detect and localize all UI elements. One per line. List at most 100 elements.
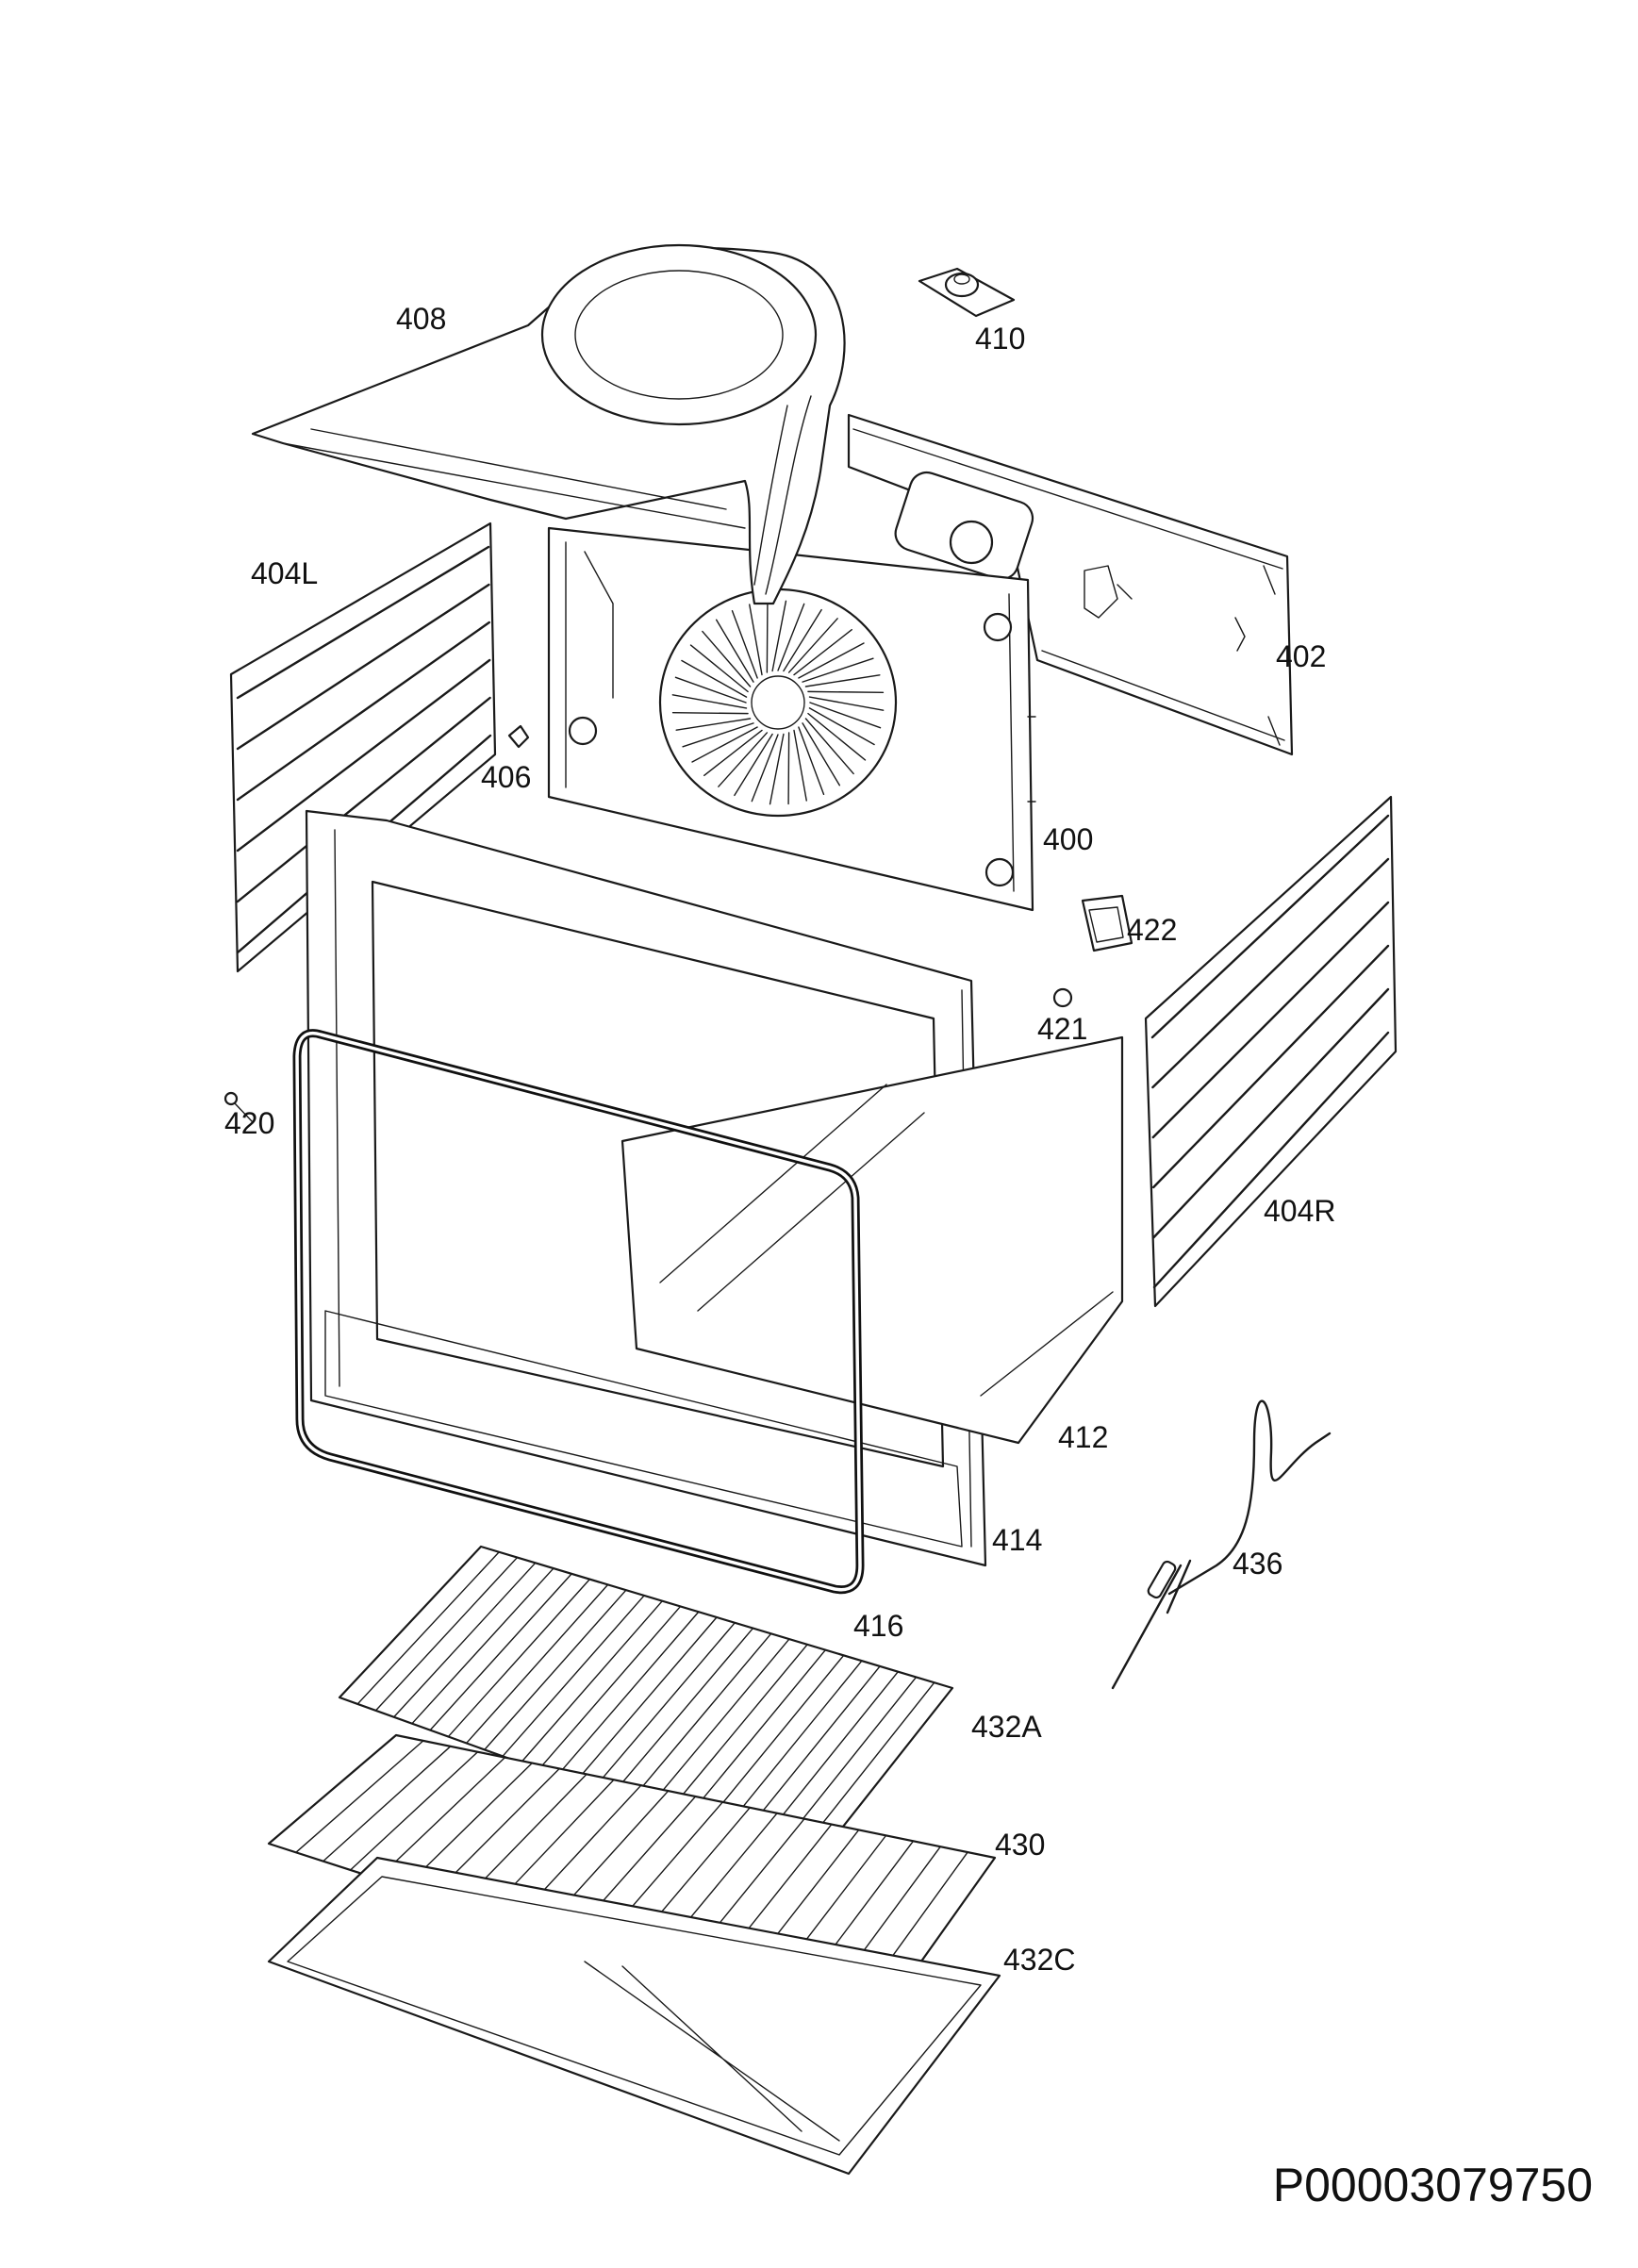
fan-spoke xyxy=(771,600,787,672)
part-410-lamp xyxy=(918,267,1016,318)
fan-spoke xyxy=(808,707,875,746)
fan-spokes xyxy=(671,600,885,805)
shelf-wire xyxy=(429,1573,572,1731)
shelf-wire xyxy=(701,1654,845,1829)
part-416-door-gasket xyxy=(292,1029,865,1595)
fan-spoke xyxy=(787,618,838,673)
grill-wire xyxy=(376,1756,506,1879)
fan-spoke xyxy=(802,722,841,786)
label-408: 408 xyxy=(396,302,447,336)
shelf-wire xyxy=(392,1562,537,1718)
fan-spoke xyxy=(769,733,785,805)
label-404R: 404R xyxy=(1264,1194,1336,1228)
label-400: 400 xyxy=(1043,822,1094,856)
fan-spoke xyxy=(689,644,749,693)
fan-spoke xyxy=(798,642,865,679)
fan-spoke xyxy=(715,619,754,683)
rail-rung-left xyxy=(236,658,491,853)
part-408-top-cover xyxy=(251,243,846,605)
part-414-inner-frame xyxy=(324,1310,963,1548)
shelf-wire xyxy=(574,1616,718,1783)
shelf-wire xyxy=(484,1589,627,1751)
shelf-wire xyxy=(592,1622,736,1790)
part-412-front-frame xyxy=(305,809,1124,1567)
rail-rungs-right xyxy=(1150,814,1390,1289)
shelf-wire xyxy=(665,1644,808,1816)
document-code: P00003079750 xyxy=(1272,2159,1593,2211)
part-432C-tray xyxy=(267,1856,1001,2176)
rail-rung-right xyxy=(1151,901,1390,1139)
rail-rung-left xyxy=(236,696,491,903)
grill-wire xyxy=(295,1740,424,1854)
label-412: 412 xyxy=(1058,1420,1109,1454)
shelf-wire xyxy=(538,1605,682,1770)
part-422-socket xyxy=(1081,894,1133,952)
fan-spoke xyxy=(702,630,752,687)
label-416: 416 xyxy=(853,1609,904,1643)
rail-rung-right xyxy=(1151,857,1390,1089)
fan-spoke xyxy=(691,726,758,763)
rail-rung-left xyxy=(236,545,490,700)
fan-spoke xyxy=(793,629,852,676)
shelf-wire xyxy=(339,1546,482,1698)
grill-wire xyxy=(323,1746,452,1862)
fan-spoke xyxy=(807,712,867,761)
rail-rung-right xyxy=(1151,944,1390,1189)
shelf-wire xyxy=(556,1611,700,1777)
shelf-wire xyxy=(520,1599,664,1763)
shelf-wire xyxy=(411,1567,554,1725)
fan-spoke xyxy=(802,657,874,683)
fan-spoke xyxy=(804,718,854,775)
shelf-wire xyxy=(610,1627,754,1796)
label-410: 410 xyxy=(975,322,1026,356)
fan-spoke xyxy=(731,609,758,679)
label-421: 421 xyxy=(1037,1012,1088,1046)
label-430: 430 xyxy=(995,1828,1046,1862)
rail-rung-right xyxy=(1152,987,1390,1239)
part-421-plug xyxy=(1052,987,1073,1008)
shelf-wire xyxy=(647,1638,790,1810)
fan-spoke xyxy=(674,676,747,704)
fan-spoke xyxy=(809,702,882,729)
fan-spoke xyxy=(703,729,763,776)
fan-spoke xyxy=(749,604,763,676)
fan-spoke xyxy=(798,726,825,796)
shelf-wire xyxy=(683,1648,827,1823)
fan-spoke xyxy=(804,674,881,687)
rail-rung-left xyxy=(236,621,490,802)
grill-wire xyxy=(349,1751,479,1871)
fan-spoke xyxy=(793,729,807,802)
fan-spoke xyxy=(777,603,805,671)
rail-rung-right xyxy=(1152,1031,1390,1289)
fan-spoke xyxy=(783,608,822,672)
label-404L: 404L xyxy=(251,556,319,590)
fan-spoke xyxy=(718,732,769,787)
part-404R-right-rail xyxy=(1144,795,1398,1308)
fan-spoke xyxy=(681,659,748,698)
part-402-back-panel xyxy=(847,413,1294,756)
label-414: 414 xyxy=(992,1523,1043,1557)
rail-rung-right xyxy=(1150,814,1390,1039)
shelf-wire xyxy=(374,1556,519,1712)
label-436: 436 xyxy=(1233,1547,1283,1581)
rail-rungs-left xyxy=(236,545,492,954)
part-420-screw xyxy=(223,1091,254,1123)
shelf-wire xyxy=(628,1632,772,1803)
part-400-fan-cover xyxy=(547,526,1036,912)
fan-spoke xyxy=(671,694,748,709)
label-422: 422 xyxy=(1127,913,1178,947)
grill-wire xyxy=(268,1734,397,1845)
label-420: 420 xyxy=(224,1106,275,1140)
shelf-wire xyxy=(356,1551,500,1705)
label-402: 402 xyxy=(1276,639,1327,673)
shelf-wire xyxy=(465,1583,609,1745)
fan-spoke xyxy=(787,732,790,805)
fan-spoke xyxy=(682,722,754,748)
shelf-wire xyxy=(502,1595,645,1758)
fan-spoke xyxy=(734,733,773,797)
rail-rung-left xyxy=(236,583,490,751)
label-432A: 432A xyxy=(971,1710,1042,1744)
fan-spoke xyxy=(766,600,769,673)
label-432C: 432C xyxy=(1003,1943,1076,1977)
